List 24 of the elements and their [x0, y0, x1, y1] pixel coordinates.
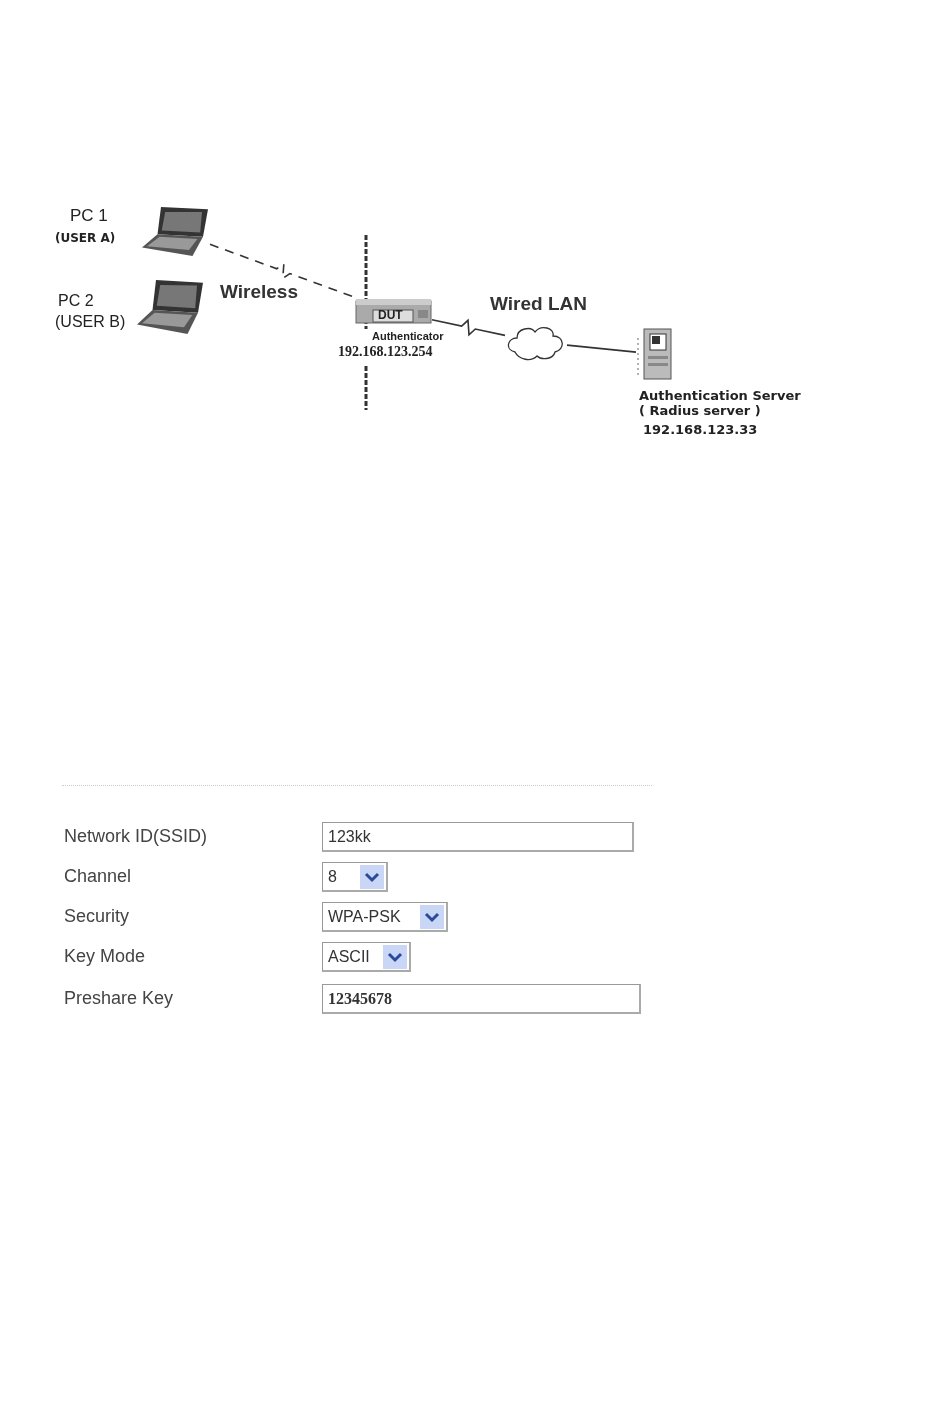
node-label: PC 2 [58, 292, 94, 310]
dropdown-select: ASCII [322, 942, 411, 972]
node-label: DUT [378, 308, 403, 322]
node-label: ( Radius server ) [639, 403, 761, 418]
input-field: 123kk [322, 822, 634, 852]
network-label: Wired LAN [490, 293, 587, 315]
node-label: Authenticator [372, 330, 444, 342]
network-link [566, 344, 637, 353]
dropdown-select: WPA-PSK [322, 902, 448, 932]
field-label: Preshare Key [64, 988, 174, 1009]
node-label: (USER A) [55, 231, 116, 245]
node-label: Authentication Server [639, 388, 801, 403]
field-label: Security [64, 906, 130, 927]
network-label: Wireless [220, 281, 298, 303]
node-label: (USER B) [55, 313, 126, 331]
field-label: Key Mode [64, 946, 146, 967]
dropdown-select: 8 [322, 862, 388, 892]
node-label: 192.168.123.254 [338, 344, 433, 360]
network-link [431, 318, 506, 337]
node-label: PC 1 [70, 206, 108, 226]
field-label: Channel [64, 866, 132, 887]
node-label: 192.168.123.33 [643, 422, 758, 437]
field-label: Network ID(SSID) [64, 826, 207, 847]
input-field: 12345678 [322, 984, 641, 1014]
